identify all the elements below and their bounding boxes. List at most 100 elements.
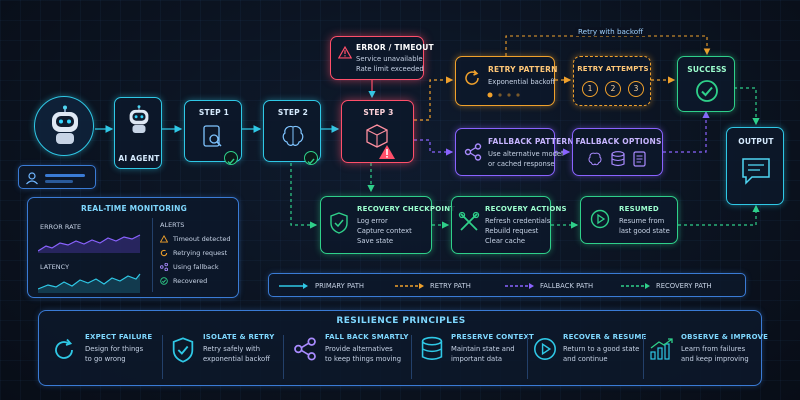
error-line-2: Rate limit exceeded <box>356 65 424 73</box>
legend-primary: PRIMARY PATH <box>315 282 364 290</box>
principle-line: to go wrong <box>85 355 126 363</box>
principle-divider <box>643 335 644 379</box>
principle-divider <box>162 335 163 379</box>
recovery-checkpoint-title: RECOVERY CHECKPOINT <box>357 205 456 213</box>
error-line-1: Service unavailable <box>356 55 423 63</box>
cube-icon <box>366 124 388 148</box>
legend-retry: RETRY PATH <box>430 282 471 290</box>
user-card-line <box>45 174 85 177</box>
retry-attempts-node: RETRY ATTEMPTS 1 2 3 <box>573 56 651 106</box>
play-circle-icon <box>534 338 556 360</box>
error-rate-sparkline <box>38 234 141 253</box>
principle-divider <box>411 335 412 379</box>
fallback-arrow-step3-pattern <box>414 139 454 156</box>
brain-icon <box>282 125 304 146</box>
database-icon <box>611 151 625 167</box>
success-label: SUCCESS <box>687 65 727 74</box>
error-rate-label: ERROR RATE <box>40 223 82 231</box>
alert-item: Using fallback <box>173 263 219 271</box>
share-icon <box>294 337 316 361</box>
shield-check-icon <box>172 337 194 363</box>
database-icon <box>421 336 443 360</box>
error-timeout-box: ERROR / TIMEOUT Service unavailable Rate… <box>330 36 434 80</box>
user-icon <box>26 172 38 185</box>
resumed-title: RESUMED <box>619 205 659 213</box>
retry-path-swatch <box>395 283 424 289</box>
step-3-label: STEP 3 <box>363 108 394 117</box>
fallback-pattern-line-1: Use alternative model <box>488 150 563 158</box>
alert-item: Retrying request <box>173 249 228 257</box>
principle-line: Maintain state and <box>451 345 515 353</box>
principle-line: Retry safely with <box>203 345 261 353</box>
principle-title: PRESERVE CONTEXT <box>451 333 535 341</box>
resumed-line-2: last good state <box>619 227 670 235</box>
step-1-check-badge <box>224 151 238 165</box>
check-circle-icon <box>696 80 718 102</box>
principle-expect-failure: EXPECT FAILURE Design for things to go w… <box>47 333 157 381</box>
monitoring-panel: REAL-TIME MONITORING ERROR RATE LATENCY … <box>27 197 239 298</box>
principle-line: to keep things moving <box>325 355 402 363</box>
step-1-node: STEP 1 <box>184 100 242 162</box>
primary-path-swatch <box>279 283 308 289</box>
ai-agent-node: AI AGENT <box>114 97 162 169</box>
alert-item: Timeout detected <box>173 235 231 243</box>
retry-with-backoff-loop <box>505 35 711 56</box>
principle-recover-resume: RECOVER & RESUME Return to a good state … <box>531 333 646 381</box>
success-to-output-arrow <box>734 87 760 126</box>
resumed-node: RESUMED Resume from last good state <box>580 196 678 244</box>
error-title: ERROR / TIMEOUT <box>356 43 434 52</box>
principle-title: EXPECT FAILURE <box>85 333 153 341</box>
warning-icon <box>160 235 168 243</box>
refresh-icon <box>465 69 479 85</box>
principle-isolate-retry: ISOLATE & RETRY Retry safely with expone… <box>167 333 277 381</box>
fallback-pattern-title: FALLBACK PATTERN <box>488 137 574 146</box>
resilience-principles-panel: RESILIENCE PRINCIPLES EXPECT FAILURE Des… <box>38 310 768 386</box>
robot-icon <box>52 105 78 144</box>
fallback-path-swatch <box>505 283 534 289</box>
recovery-arrow-step2-checkpoint <box>290 163 318 229</box>
alerts-title: ALERTS <box>160 221 185 229</box>
recovery-checkpoint-node: RECOVERY CHECKPOINT Log error Capture co… <box>320 196 455 254</box>
retry-arrow-step3-pattern <box>414 76 454 121</box>
retry-attempts-title: RETRY ATTEMPTS <box>577 65 649 73</box>
play-circle-icon <box>590 209 610 229</box>
fallback-arrow-options-success <box>663 110 710 153</box>
tools-icon <box>458 211 480 231</box>
brain-icon <box>588 152 602 166</box>
principle-divider <box>527 335 528 379</box>
principle-line: exponential backoff <box>203 355 270 363</box>
fallback-options-node: FALLBACK OPTIONS <box>572 128 663 176</box>
legend-fallback: FALLBACK PATH <box>540 282 594 290</box>
agent-label: AI AGENT <box>118 154 160 163</box>
output-label: OUTPUT <box>738 137 774 146</box>
output-node: OUTPUT <box>726 127 784 205</box>
principle-title: FALL BACK SMARTLY <box>325 333 409 341</box>
principles-title: RESILIENCE PRINCIPLES <box>336 316 466 326</box>
legend-recovery: RECOVERY PATH <box>656 282 712 290</box>
refresh-icon <box>160 249 168 257</box>
principle-line: Return to a good state <box>563 345 640 353</box>
attempt-1: 1 <box>582 81 598 97</box>
retry-pattern-node: RETRY PATTERN Exponential backoff <box>455 56 557 106</box>
monitoring-divider <box>152 218 153 292</box>
resumed-line-1: Resume from <box>619 217 665 225</box>
recovery-actions-node: RECOVERY ACTIONS Refresh credentials Reb… <box>451 196 567 254</box>
alert-item: Recovered <box>173 277 208 285</box>
growth-chart-icon <box>650 338 673 360</box>
principle-title: OBSERVE & IMPROVE <box>681 333 769 341</box>
progress-dots <box>487 92 520 98</box>
principle-title: RECOVER & RESUME <box>563 333 647 341</box>
principle-preserve-context: PRESERVE CONTEXT Maintain state and impo… <box>417 333 534 381</box>
latency-sparkline <box>38 273 141 293</box>
fallback-options-title: FALLBACK OPTIONS <box>575 137 662 146</box>
principle-line: Design for things <box>85 345 144 353</box>
shield-check-icon <box>330 212 348 234</box>
principle-line: important data <box>451 355 503 363</box>
success-node: SUCCESS <box>677 56 735 112</box>
check-circle-icon <box>160 277 168 285</box>
action-item: Refresh credentials <box>485 217 551 225</box>
fallback-pattern-line-2: or cached response <box>488 160 555 168</box>
action-item: Rebuild request <box>485 227 539 235</box>
recovery-arrow-resumed-output <box>678 204 760 226</box>
checkpoint-item: Save state <box>357 237 394 245</box>
